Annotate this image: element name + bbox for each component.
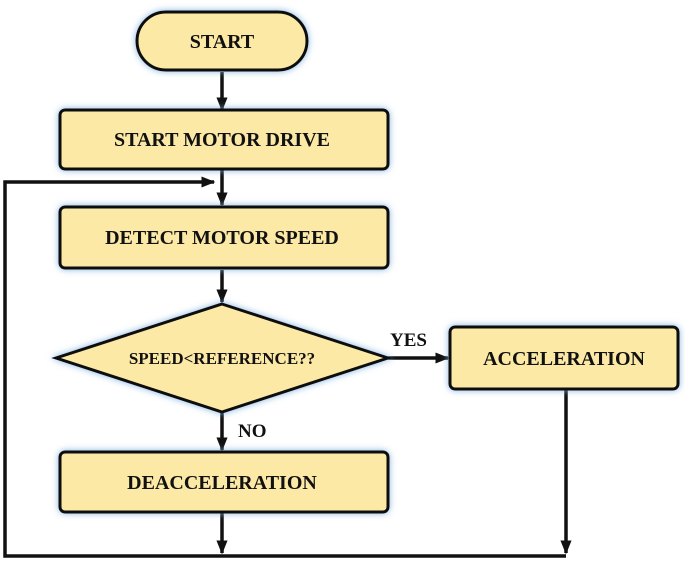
node-start-label: START	[190, 31, 255, 53]
edge-label-no: NO	[238, 421, 267, 442]
node-start: START	[135, 10, 309, 72]
node-deacceleration-label: DEACCELERATION	[127, 472, 317, 494]
node-start-motor-drive-label: START MOTOR DRIVE	[114, 129, 330, 151]
node-acceleration-label: ACCELERATION	[483, 348, 645, 370]
edge-label-yes: YES	[390, 330, 427, 351]
node-detect-motor-speed-label: DETECT MOTOR SPEED	[105, 227, 339, 249]
node-start-motor-drive: START MOTOR DRIVE	[58, 108, 390, 171]
node-acceleration: ACCELERATION	[448, 325, 680, 391]
connectors	[3, 72, 572, 558]
node-decision: SPEED<REFERENCE??	[51, 302, 393, 414]
node-detect-motor-speed: DETECT MOTOR SPEED	[58, 205, 390, 270]
edge-feedback-loop	[3, 176, 566, 558]
node-deacceleration: DEACCELERATION	[58, 450, 390, 514]
node-decision-label: SPEED<REFERENCE??	[129, 349, 315, 368]
